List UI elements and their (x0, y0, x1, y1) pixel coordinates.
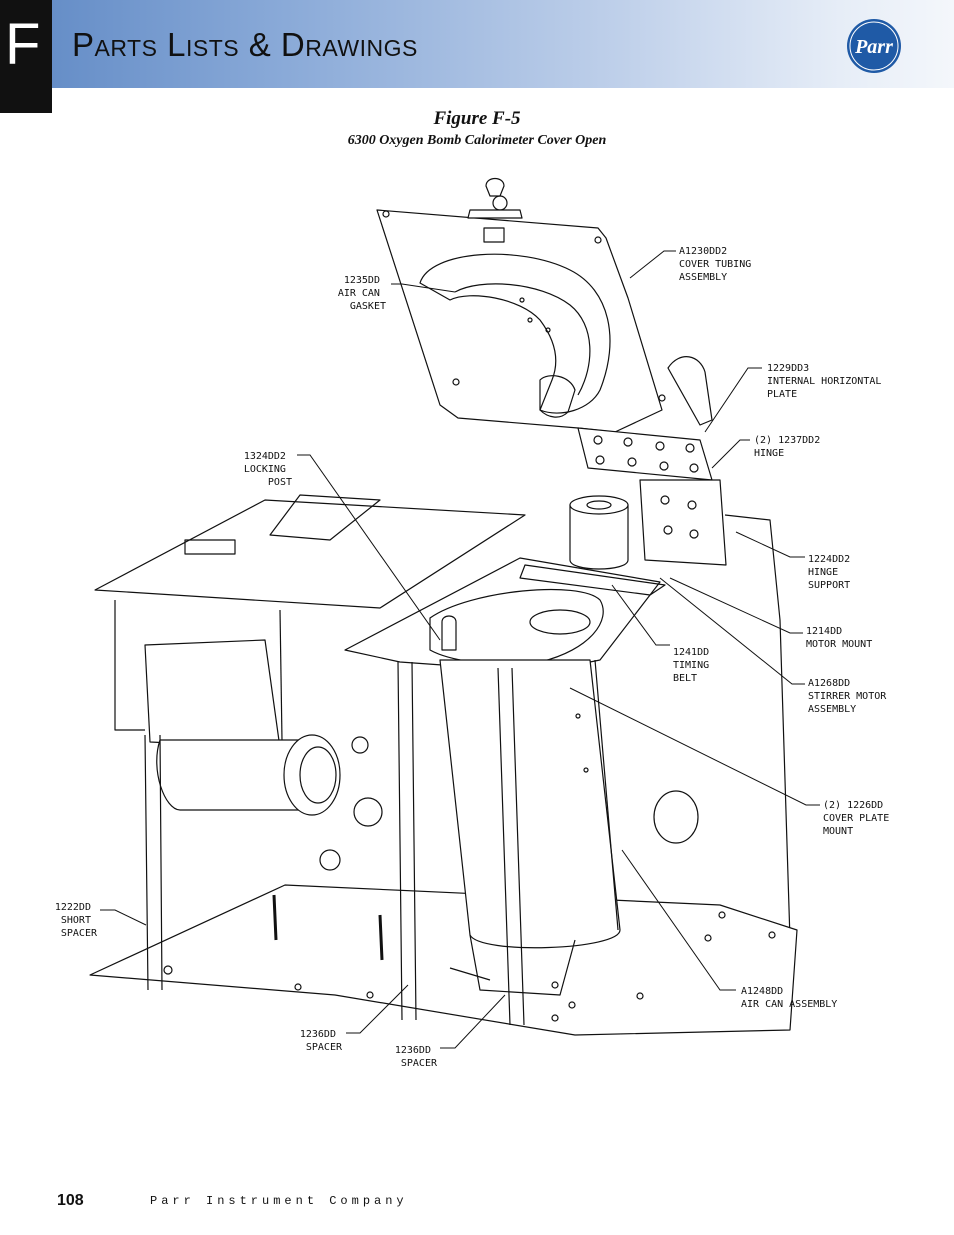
cover-screw (519, 297, 525, 303)
cover-screw (382, 210, 390, 218)
callout-spacer-2: 1236DD SPACER (395, 1045, 438, 1069)
callout-hinge-support: 1224DD2 HINGE SUPPORT (808, 554, 856, 591)
callout-air-can-assembly: A1248DD AIR CAN ASSEMBLY (741, 986, 837, 1010)
callout-motor-mount: 1214DD MOTOR MOUNT (806, 626, 872, 650)
cover-slot (483, 227, 505, 243)
callout-horizontal-plate: 1229DD3 INTERNAL HORIZONTAL PLATE (767, 363, 887, 400)
callout-air-can-gasket: 1235DD AIR CAN GASKET (338, 275, 386, 312)
callout-stirrer-motor: A1268DD STIRRER MOTOR ASSEMBLY (808, 678, 892, 715)
frame (89, 494, 798, 1036)
section-letter: F (5, 12, 41, 77)
cover-screw (527, 317, 533, 323)
section-tab: F (0, 0, 52, 113)
figure-subtitle: 6300 Oxygen Bomb Calorimeter Cover Open (347, 133, 607, 148)
figure-title: Figure F-5 (433, 108, 521, 129)
cover-screw (594, 236, 602, 244)
callout-hinge: (2) 1237DD2 HINGE (754, 435, 826, 459)
callout-cover-tubing: A1230DD2 COVER TUBING ASSEMBLY (679, 246, 757, 283)
cover-screw (658, 394, 666, 402)
calorimeter-drawing: A1230DD2 COVER TUBING ASSEMBLY 1235DD AI… (55, 177, 895, 1069)
leader-lines (100, 250, 820, 1049)
cover-plate (376, 177, 666, 433)
cover-knob (492, 195, 508, 211)
cover-screw (452, 378, 460, 386)
header-banner (0, 0, 954, 88)
footer-company: Parr Instrument Company (150, 1194, 408, 1208)
page-number: 108 (57, 1192, 84, 1209)
callout-locking-post: 1324DD2 LOCKING POST (244, 451, 292, 488)
hinge-assembly (577, 356, 727, 566)
callout-spacer-1: 1236DD SPACER (300, 1029, 343, 1053)
callout-short-spacer: 1222DD SHORT SPACER (55, 902, 98, 939)
cover-screw (545, 327, 551, 333)
parr-logo: Parr (847, 19, 901, 73)
logo-text: Parr (854, 36, 893, 58)
callout-cover-plate-mount: (2) 1226DD COVER PLATE MOUNT (823, 800, 895, 837)
callout-timing-belt: 1241DD TIMING BELT (673, 647, 715, 684)
chapter-title: Parts Lists & Drawings (72, 26, 418, 63)
stirrer-motor (569, 495, 629, 570)
callout-labels: A1230DD2 COVER TUBING ASSEMBLY 1235DD AI… (55, 246, 895, 1069)
base-fasteners (163, 713, 776, 1022)
